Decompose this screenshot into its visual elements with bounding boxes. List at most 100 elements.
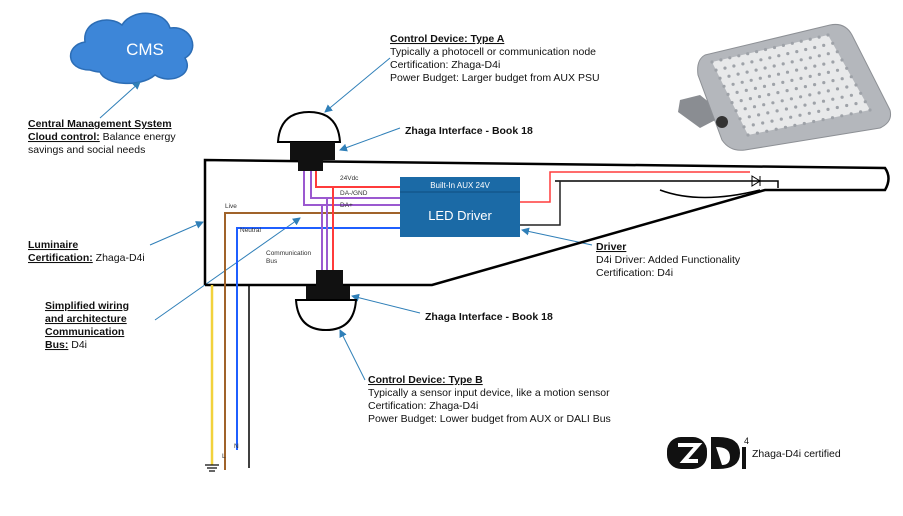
- led-dot: [772, 64, 776, 68]
- led-dot: [845, 103, 849, 108]
- led-dot: [742, 125, 746, 129]
- led-dot: [826, 52, 830, 56]
- led-dot: [757, 113, 761, 117]
- control-device-b: [294, 270, 358, 332]
- led-dot: [768, 56, 772, 60]
- label-24vdc: 24Vdc: [340, 175, 359, 182]
- cms-cloud: CMS: [69, 12, 194, 85]
- led-dot: [835, 50, 839, 54]
- control-device-a: [276, 110, 342, 171]
- led-dot: [766, 111, 770, 115]
- led-dot: [719, 58, 723, 62]
- led-dot: [780, 99, 784, 103]
- led-dot: [799, 58, 803, 62]
- led-dot: [808, 74, 812, 78]
- led-dot: [859, 91, 863, 95]
- led-dot: [812, 119, 816, 124]
- led-dot: [790, 60, 794, 64]
- led-dot: [789, 97, 794, 101]
- led-dot: [808, 56, 812, 60]
- interface-top-label: Zhaga Interface - Book 18: [405, 125, 533, 137]
- led-dot: [831, 41, 835, 45]
- ground-icon: [205, 464, 219, 472]
- led-dot: [799, 76, 803, 80]
- led-dot: [762, 103, 766, 107]
- led-dot: [781, 62, 785, 66]
- led-dot: [817, 54, 821, 58]
- led-dot: [793, 123, 797, 127]
- led-dot: [868, 108, 872, 112]
- wiring: [210, 170, 750, 470]
- device-b-line: Typically a sensor input device, like a …: [368, 387, 610, 399]
- led-dot: [734, 109, 738, 113]
- led-dot: [817, 91, 821, 95]
- led-dot: [732, 64, 736, 68]
- led-dot: [748, 97, 753, 101]
- aux-wire: [315, 170, 400, 188]
- luminaire-title: Luminaire: [28, 239, 78, 251]
- led-dot: [840, 77, 844, 81]
- device-b-title: Control Device: Type B: [368, 374, 483, 386]
- led-dot: [835, 68, 840, 72]
- led-dot: [710, 60, 714, 64]
- led-dot: [840, 58, 844, 62]
- led-dot: [779, 117, 783, 121]
- led-dot: [822, 43, 826, 48]
- device-b-line: Power Budget: Lower budget from AUX or D…: [368, 413, 611, 425]
- led-dot: [767, 74, 772, 78]
- led-dot: [726, 92, 730, 96]
- wiring-line: Bus: D4i: [45, 339, 87, 351]
- cms-line2: Cloud control: Balance energy: [28, 131, 176, 143]
- led-dot: [775, 109, 779, 113]
- led-dot: [830, 116, 835, 120]
- led-dot: [786, 52, 790, 56]
- led-dot: [752, 105, 757, 109]
- led-dot: [831, 60, 835, 64]
- led-dot: [798, 113, 802, 117]
- logo-caption: Zhaga-D4i certified: [752, 448, 841, 460]
- led-dot: [767, 93, 771, 97]
- led-dot: [776, 72, 781, 76]
- led-dot: [817, 109, 821, 113]
- led-dot: [727, 74, 731, 78]
- aux-label: Built-In AUX 24V: [430, 181, 490, 190]
- led-dot: [758, 76, 762, 80]
- led-dot: [774, 127, 778, 131]
- driver-line: D4i Driver: Added Functionality: [596, 254, 741, 266]
- led-dot: [835, 105, 839, 110]
- led-dot: [804, 66, 808, 70]
- led-dot: [799, 39, 803, 43]
- led-dot: [738, 117, 742, 121]
- led-dot: [714, 68, 718, 72]
- device-a-title: Control Device: Type A: [390, 33, 505, 45]
- led-dot: [754, 68, 758, 72]
- led-dot: [808, 93, 812, 97]
- led-dot: [744, 88, 748, 92]
- wiring-line: and architecture: [45, 313, 127, 325]
- wiring-line: Communication: [45, 326, 124, 338]
- led-dot: [740, 80, 744, 84]
- led-dot: [826, 70, 831, 74]
- led-dot: [781, 80, 785, 84]
- led-dot: [772, 82, 776, 86]
- led-dot: [849, 75, 853, 79]
- cms-cloud-label: CMS: [126, 40, 164, 59]
- led-dot: [739, 99, 743, 103]
- led-dot: [759, 58, 763, 62]
- led-dot: [735, 90, 739, 94]
- led-dot: [770, 119, 774, 123]
- neutral-wire: [236, 227, 400, 450]
- led-dot: [840, 114, 844, 118]
- led-dot: [761, 121, 765, 125]
- led-dot: [731, 82, 735, 86]
- led-diode-icon: [751, 175, 761, 187]
- led-driver-box: Built-In AUX 24V LED Driver: [400, 177, 520, 237]
- device-b-line: Certification: Zhaga-D4i: [368, 400, 478, 412]
- led-dot: [849, 112, 853, 116]
- led-dot: [746, 133, 750, 137]
- led-dot: [821, 99, 826, 103]
- led-dot: [808, 37, 812, 41]
- led-dot: [750, 60, 754, 64]
- led-dot: [826, 107, 830, 111]
- led-dot: [737, 54, 741, 58]
